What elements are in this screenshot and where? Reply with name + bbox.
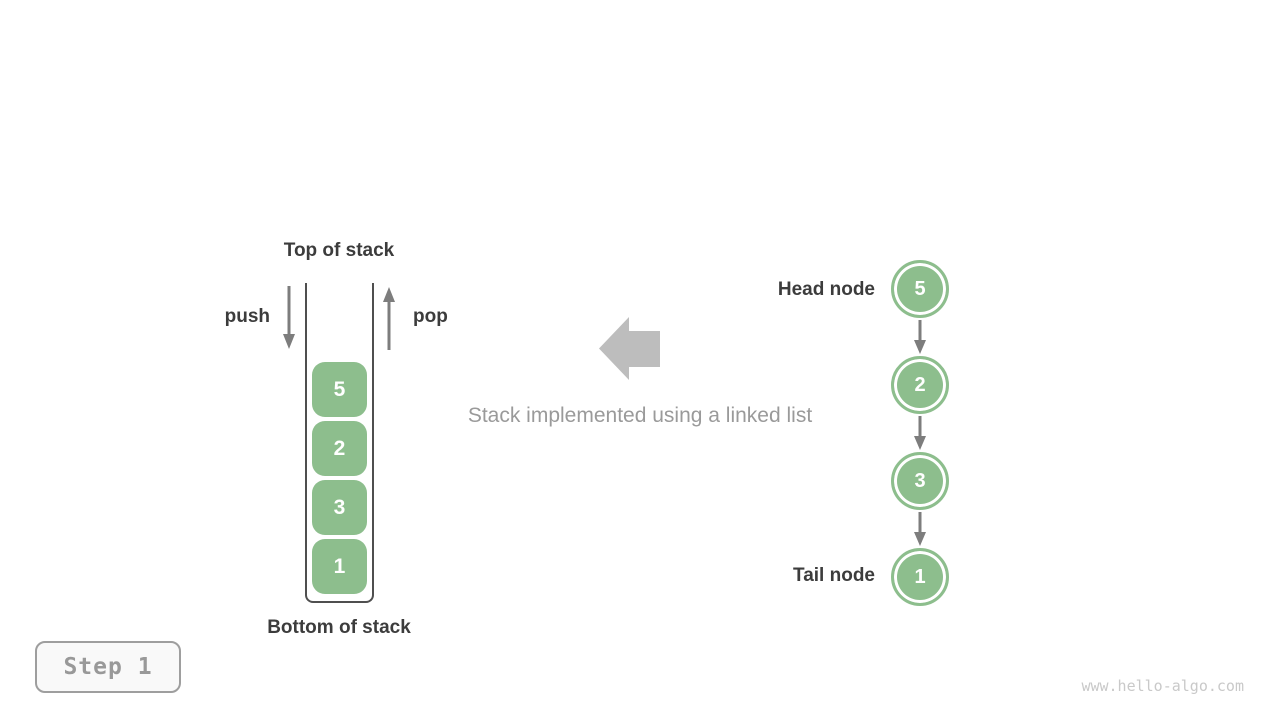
head-node-label: Head node [777, 279, 875, 300]
push-label: push [224, 306, 270, 327]
watermark: www.hello-algo.com [1081, 677, 1244, 695]
stack-item: 1 [312, 539, 367, 594]
pop-label: pop [413, 306, 448, 327]
big-left-arrow-icon [599, 317, 660, 380]
list-node: 1 [891, 548, 949, 606]
stack-blocks: 5 2 3 1 [312, 362, 367, 594]
link-down-arrow-icon [914, 416, 926, 450]
stack-item: 3 [312, 480, 367, 535]
list-node: 3 [891, 452, 949, 510]
link-down-arrow-icon [914, 320, 926, 354]
link-down-arrow-icon [914, 512, 926, 546]
push-down-arrow-icon [283, 286, 295, 349]
pop-up-arrow-icon [383, 287, 395, 350]
stack-bottom-label: Bottom of stack [267, 617, 411, 638]
stack-container [305, 283, 374, 603]
tail-node-label: Tail node [793, 565, 875, 586]
stack-item: 5 [312, 362, 367, 417]
stack-item: 2 [312, 421, 367, 476]
stack-top-label: Top of stack [283, 240, 395, 261]
step-badge: Step 1 [35, 641, 181, 693]
diagram-caption: Stack implemented using a linked list [467, 404, 813, 427]
list-node: 2 [891, 356, 949, 414]
list-node: 5 [891, 260, 949, 318]
